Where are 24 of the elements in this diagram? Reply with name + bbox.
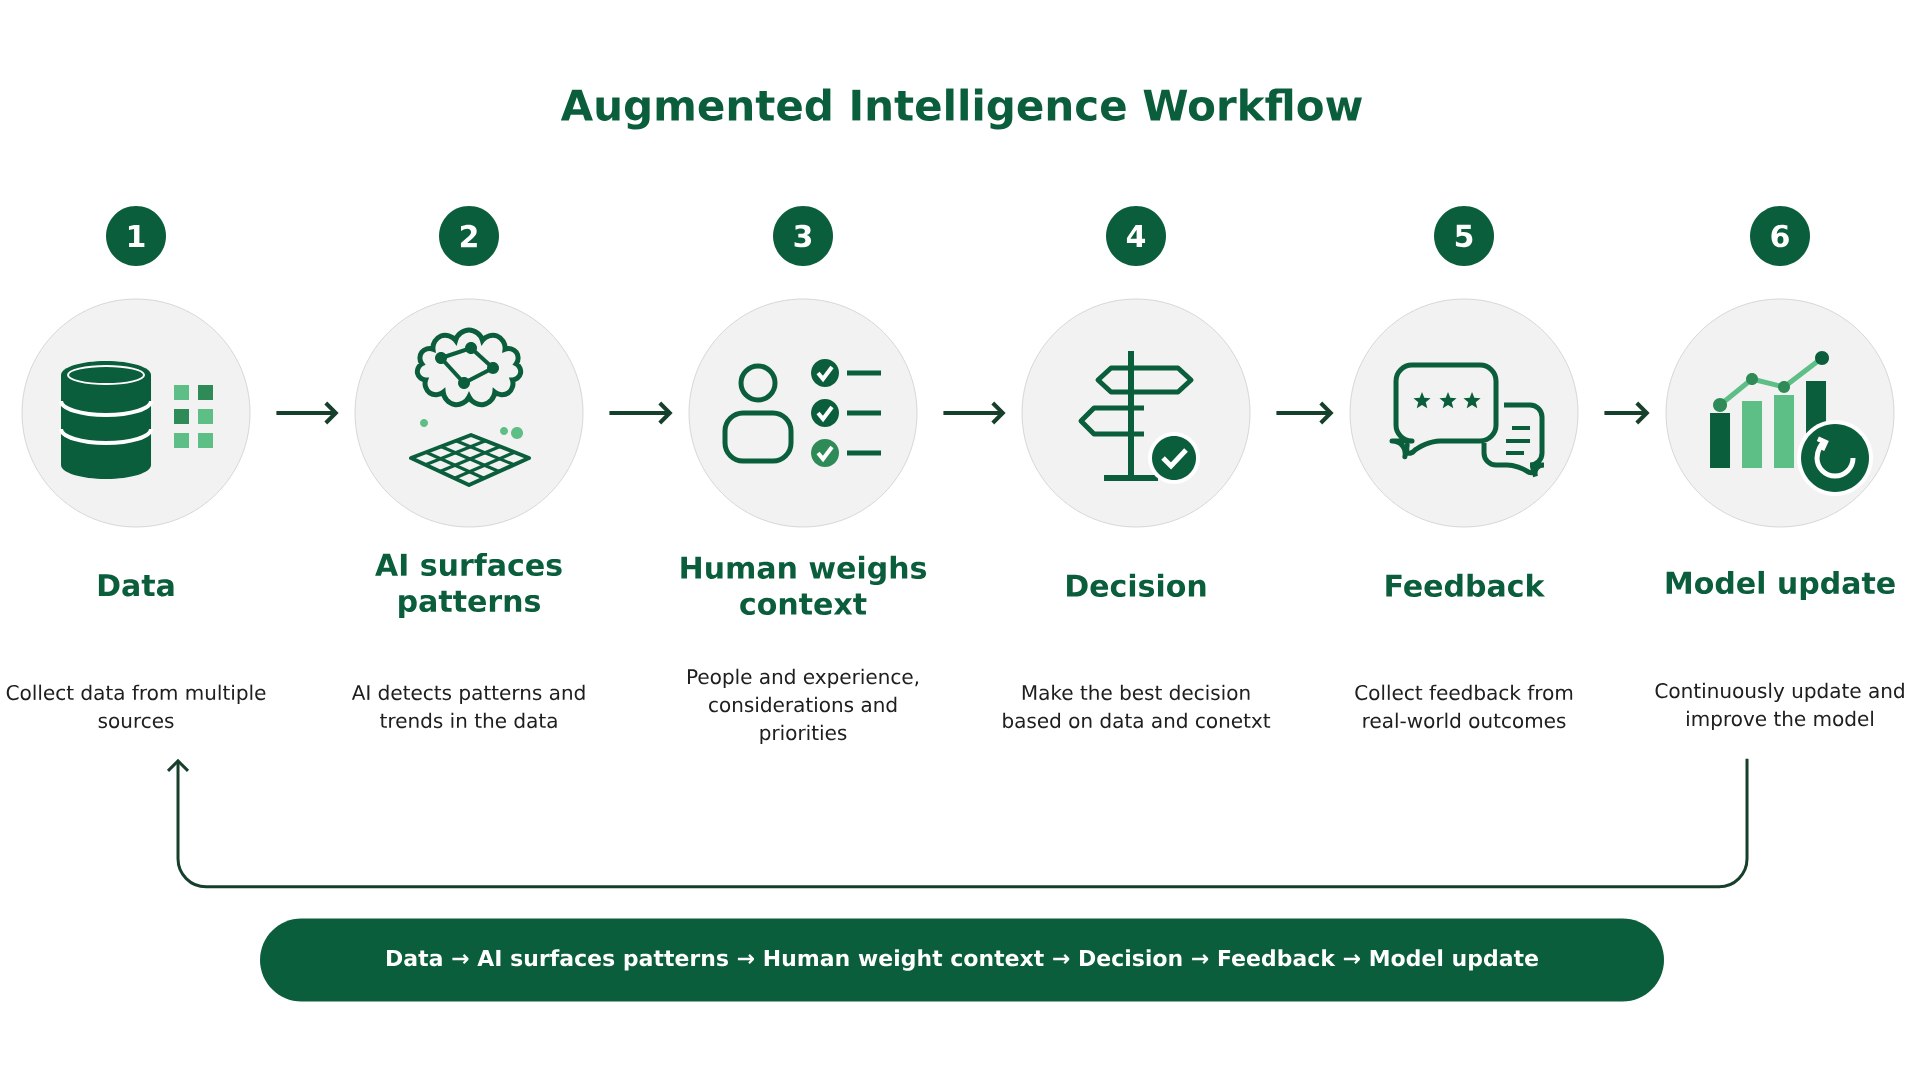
step-caption: Model update Continuously update and improve the model [1655, 570, 1904, 731]
icon-circle [688, 298, 918, 528]
arrow [1276, 401, 1334, 425]
step-caption: Decision Make the best decision based on data and conetxt [1003, 573, 1271, 729]
step-caption: Human weighs context People and experience, considerations and priorities [681, 555, 926, 745]
step-number-badge: 6 [1750, 206, 1810, 266]
arrow [609, 401, 673, 425]
icon-circle [1349, 298, 1579, 528]
icon-circle [1021, 298, 1251, 528]
step-number-badge: 4 [1106, 206, 1166, 266]
arrow [943, 401, 1006, 425]
summary-banner: Data → AI surfaces patterns → Human weight context → Decision → Feedback → Model update [260, 918, 1664, 1002]
feedback-loop-arrow [166, 758, 1749, 889]
step-caption: Data Collect data from multiple sources [6, 574, 266, 729]
step-number-badge: 1 [106, 206, 166, 266]
arrow [276, 401, 339, 425]
arrow [1604, 401, 1650, 425]
step-number-badge: 3 [773, 206, 833, 266]
step-number-badge: 2 [439, 206, 499, 266]
icon-circle [354, 298, 584, 528]
step-caption: Feedback Collect feedback from real-world outcomes [1355, 573, 1573, 729]
step-caption: AI surfaces patterns AI detects patterns and trends in the data [351, 552, 585, 729]
step-number-badge: 5 [1434, 206, 1494, 266]
title: Augmented Intelligence Workflow [560, 88, 1362, 130]
